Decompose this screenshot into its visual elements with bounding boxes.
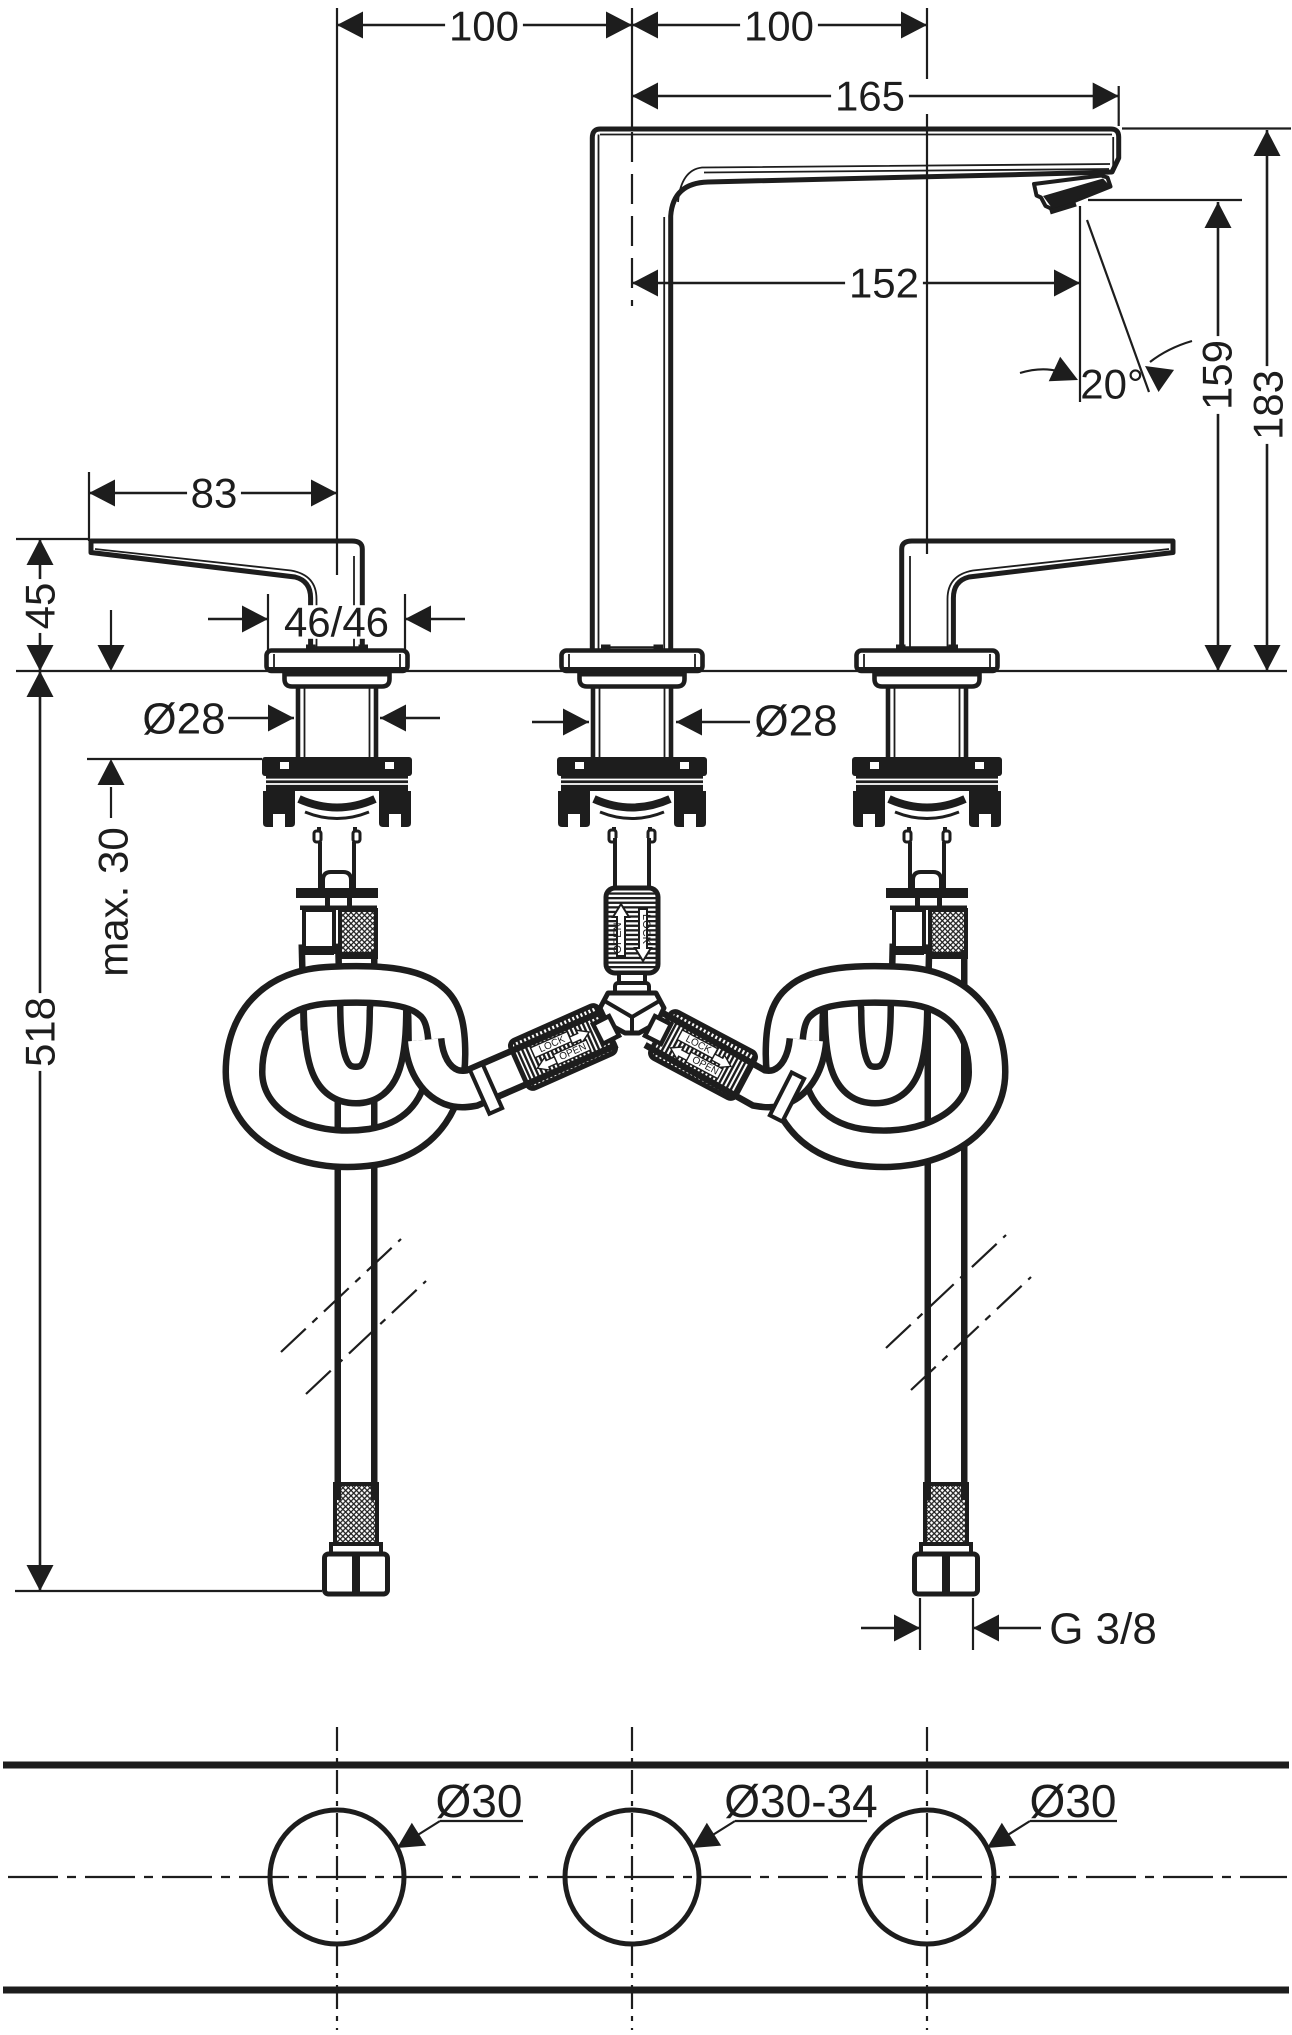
- svg-text:165: 165: [835, 73, 905, 120]
- svg-text:100: 100: [744, 3, 814, 50]
- svg-text:20°: 20°: [1080, 361, 1144, 408]
- svg-text:Ø30: Ø30: [436, 1775, 523, 1827]
- svg-text:Ø28: Ø28: [142, 695, 225, 744]
- svg-text:518: 518: [17, 997, 64, 1067]
- svg-text:183: 183: [1245, 370, 1292, 440]
- svg-text:152: 152: [849, 260, 919, 307]
- svg-text:159: 159: [1194, 340, 1241, 410]
- svg-text:Ø30-34: Ø30-34: [724, 1775, 877, 1827]
- svg-text:Ø30: Ø30: [1030, 1775, 1117, 1827]
- svg-text:83: 83: [191, 470, 238, 517]
- svg-text:Ø28: Ø28: [754, 697, 837, 746]
- svg-text:G 3/8: G 3/8: [1049, 1605, 1157, 1654]
- svg-text:100: 100: [449, 3, 519, 50]
- svg-text:45: 45: [17, 583, 64, 630]
- svg-text:max. 30: max. 30: [90, 827, 137, 976]
- svg-text:46/46: 46/46: [284, 599, 389, 646]
- svg-text:LOCK: LOCK: [640, 914, 652, 945]
- svg-text:OPEN: OPEN: [612, 922, 624, 953]
